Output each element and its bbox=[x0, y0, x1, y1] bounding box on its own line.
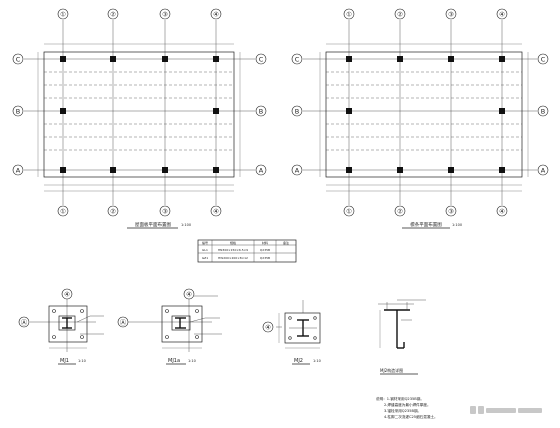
column bbox=[60, 56, 66, 62]
grid-bubble: B bbox=[259, 108, 263, 116]
detail-scale: 1:10 bbox=[188, 359, 196, 363]
column bbox=[346, 108, 352, 114]
column bbox=[499, 56, 505, 62]
detail-bubble: ④ bbox=[64, 291, 70, 299]
column bbox=[60, 167, 66, 173]
grid-bubble: ① bbox=[60, 208, 66, 216]
detail-bubble: Ⓐ bbox=[120, 319, 127, 327]
grid-bubble: B bbox=[16, 108, 20, 116]
table-cell: HN300×150×6.5×9 bbox=[218, 248, 248, 252]
grid-bubble: C bbox=[541, 56, 546, 64]
detail-title: MJ1 bbox=[60, 358, 69, 364]
grid-bubble: ④ bbox=[499, 208, 505, 216]
column bbox=[162, 56, 168, 62]
column bbox=[213, 167, 219, 173]
plan-scale: 1:100 bbox=[181, 223, 191, 227]
grid-bubble: B bbox=[541, 108, 545, 116]
note-line: 说明：1.钢材采用Q235B钢。 bbox=[376, 396, 424, 401]
grid-bubble: ② bbox=[110, 208, 116, 216]
watermark-logo bbox=[470, 406, 542, 414]
plan-right bbox=[303, 20, 537, 205]
grid-bubble: ③ bbox=[162, 208, 168, 216]
column bbox=[346, 56, 352, 62]
section-title: MJ2构造详图 bbox=[380, 367, 403, 373]
column bbox=[448, 56, 454, 62]
plan-title: 屋面板平面布置图 bbox=[135, 221, 171, 228]
detail-mj1a bbox=[128, 295, 222, 352]
grid-bubble: C bbox=[259, 56, 264, 64]
grid-bubble: ④ bbox=[213, 11, 219, 19]
table-header: 材料 bbox=[262, 240, 268, 245]
plan-left bbox=[24, 20, 255, 205]
material-table bbox=[197, 239, 297, 263]
table-header: 备注 bbox=[283, 240, 289, 245]
note-line: 4.柱脚二次浇灌C25细石混凝土。 bbox=[384, 414, 438, 419]
grid-bubble: C bbox=[16, 56, 21, 64]
table-cell: GZ1 bbox=[202, 256, 208, 260]
grid-bubble: ③ bbox=[448, 208, 454, 216]
detail-title: MJ1a bbox=[168, 358, 180, 364]
column bbox=[397, 56, 403, 62]
plan-title: 檩条平面布置图 bbox=[410, 221, 442, 228]
table-cell: Q235B bbox=[260, 256, 270, 260]
grid-bubble: C bbox=[295, 56, 300, 64]
grid-bubble: B bbox=[295, 108, 299, 116]
detail-scale: 1:10 bbox=[313, 359, 321, 363]
grid-bubble: A bbox=[16, 167, 21, 175]
grid-bubble: ③ bbox=[448, 11, 454, 19]
detail-mj1 bbox=[30, 298, 104, 352]
grid-bubble: ① bbox=[60, 11, 66, 19]
column bbox=[213, 108, 219, 114]
grid-bubble: ④ bbox=[213, 208, 219, 216]
grid-bubble: ② bbox=[397, 208, 403, 216]
column bbox=[499, 108, 505, 114]
detail-title: MJ2 bbox=[294, 358, 303, 364]
note-line: 3.锚栓采用Q235B钢。 bbox=[384, 408, 421, 413]
grid-bubble: A bbox=[295, 167, 300, 175]
column bbox=[397, 167, 403, 173]
detail-bubble: ④ bbox=[186, 291, 192, 299]
column bbox=[60, 108, 66, 114]
table-header: 规格 bbox=[230, 240, 236, 245]
grid-bubble: A bbox=[259, 167, 264, 175]
grid-bubble: ② bbox=[110, 11, 116, 19]
column bbox=[213, 56, 219, 62]
table-header: 编号 bbox=[202, 240, 208, 245]
grid-bubble: A bbox=[541, 167, 546, 175]
plan-scale: 1:100 bbox=[452, 223, 462, 227]
table-cell: HW200×200×8×12 bbox=[218, 256, 248, 260]
column bbox=[346, 167, 352, 173]
detail-mj2 bbox=[276, 300, 321, 349]
column bbox=[499, 167, 505, 173]
grid-bubble: ① bbox=[346, 11, 352, 19]
detail-mj3 bbox=[378, 299, 426, 349]
column bbox=[110, 167, 116, 173]
detail-bubble: ④ bbox=[265, 324, 271, 332]
table-cell: Q235B bbox=[260, 248, 270, 252]
detail-bubble: Ⓐ bbox=[21, 319, 28, 327]
detail-scale: 1:10 bbox=[78, 359, 86, 363]
grid-bubble: ② bbox=[397, 11, 403, 19]
table-cell: GL1 bbox=[202, 248, 208, 252]
grid-bubble: ③ bbox=[162, 11, 168, 19]
note-line: 2.焊缝高度为最小焊件厚度。 bbox=[384, 402, 431, 407]
column bbox=[110, 56, 116, 62]
column bbox=[448, 167, 454, 173]
grid-bubble: ① bbox=[346, 208, 352, 216]
grid-bubble: ④ bbox=[499, 11, 505, 19]
column bbox=[162, 167, 168, 173]
